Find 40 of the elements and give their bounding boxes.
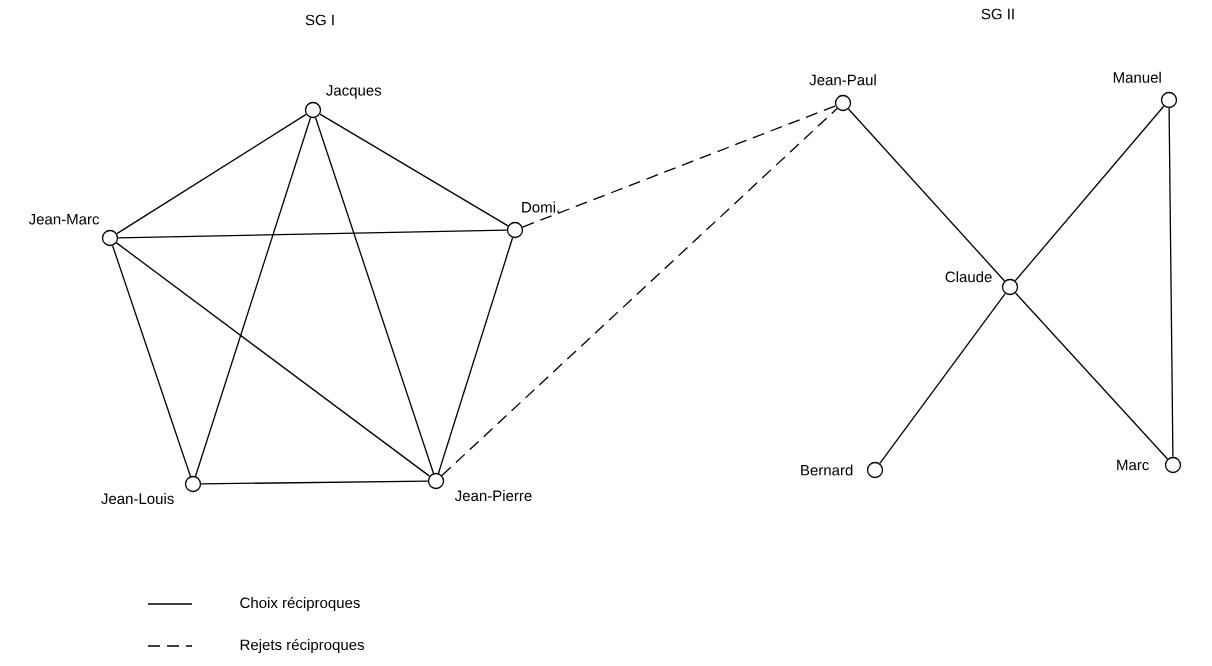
node-label: Marc xyxy=(1117,459,1149,471)
line xyxy=(117,229,508,239)
line xyxy=(1168,107,1174,458)
line xyxy=(194,117,312,477)
line xyxy=(115,242,431,477)
node-label: Bernard xyxy=(801,464,853,476)
node-label: Jean-Marc xyxy=(28,214,100,225)
line xyxy=(314,117,435,474)
group-label: SG II xyxy=(981,8,1014,20)
line xyxy=(437,237,514,474)
line xyxy=(1014,105,1165,282)
person-node: Jacques xyxy=(304,85,382,119)
node-label: Jacques xyxy=(326,85,382,99)
legend-text: Choix réciproques xyxy=(240,596,360,612)
node-label: Claude xyxy=(945,271,992,283)
person-node: Jean-Pierre xyxy=(427,472,532,502)
person-node: Bernard xyxy=(801,461,884,479)
person-node: Claude xyxy=(945,271,1019,296)
line xyxy=(319,113,509,227)
line xyxy=(116,113,307,235)
node-label: Manuel xyxy=(1113,71,1161,83)
person-node: Manuel xyxy=(1113,71,1178,109)
person-node: Marc xyxy=(1117,456,1182,474)
line xyxy=(1014,292,1169,460)
node-label: Jean-Paul xyxy=(809,74,876,86)
node-label: Domi. xyxy=(522,201,559,213)
group-label: SG I xyxy=(305,14,334,26)
person-node: Domi. xyxy=(506,201,559,239)
line xyxy=(111,245,192,477)
person-node: Jean-Marc xyxy=(28,214,119,247)
dashed-line xyxy=(441,107,838,477)
legend-text: Rejets réciproques xyxy=(240,638,364,654)
line xyxy=(879,292,1006,465)
person-node: Jean-Paul xyxy=(809,74,876,112)
line xyxy=(200,480,429,485)
person-node: Jean-Louis xyxy=(101,475,202,505)
node-label: Jean-Pierre xyxy=(454,490,532,502)
node-label: Jean-Louis xyxy=(101,493,174,505)
line xyxy=(847,108,1006,282)
dashed-line xyxy=(521,105,837,228)
